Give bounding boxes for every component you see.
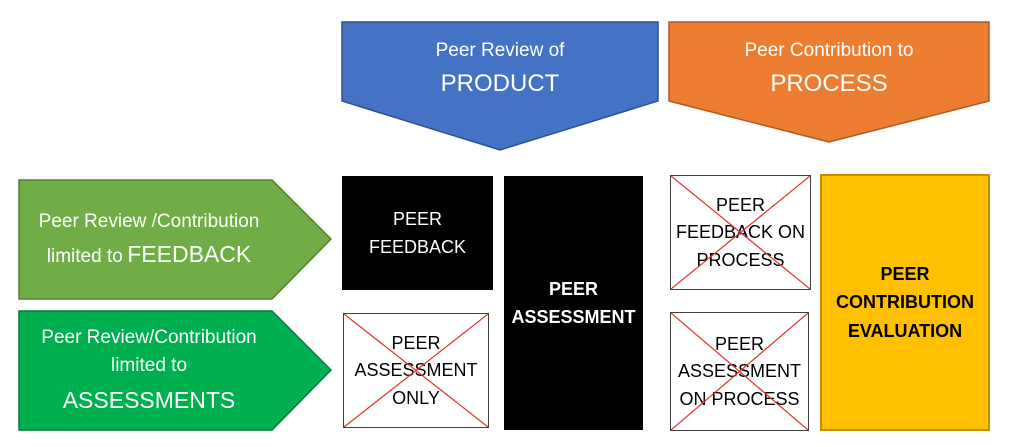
header-product-line2: PRODUCT: [440, 69, 560, 97]
row-feedback-line2: limited to: [46, 246, 123, 267]
row-assessments: Peer Review/Contribution limited to ASSE…: [18, 310, 332, 431]
box-peer-feedback-on-process-line2: FEEDBACK ON: [675, 222, 806, 243]
box-peer-assessment-only-line2: ASSESSMENT: [354, 360, 478, 381]
box-peer-assessment: PEER ASSESSMENT: [504, 176, 643, 430]
header-product: Peer Review of PRODUCT: [341, 21, 659, 151]
row-feedback: Peer Review /Contribution limited to FEE…: [18, 179, 332, 300]
row-feedback-shape: [18, 179, 332, 300]
header-process-line2: PROCESS: [770, 69, 888, 97]
box-peer-assessment-only-line1: PEER: [391, 332, 441, 353]
box-peer-assessment-on-process: PEER ASSESSMENT ON PROCESS: [670, 312, 809, 431]
header-process: Peer Contribution to PROCESS: [668, 21, 990, 143]
row-assessments-line3: ASSESSMENTS: [62, 386, 236, 413]
box-peer-assessment-line2: ASSESSMENT: [511, 307, 636, 327]
box-peer-feedback-line2: FEEDBACK: [368, 237, 467, 257]
header-product-shape: [341, 21, 659, 151]
header-product-line1: Peer Review of: [435, 40, 565, 62]
row-assessments-line2: limited to: [110, 355, 188, 377]
box-peer-assessment-line1: PEER: [548, 278, 599, 299]
box-peer-contribution-evaluation-line3: EVALUATION: [847, 320, 963, 341]
box-peer-assessment-only-line3: ONLY: [392, 387, 440, 408]
box-peer-contribution-evaluation-line2: CONTRIBUTION: [836, 292, 974, 313]
box-peer-feedback: PEER FEEDBACK: [342, 176, 493, 290]
header-process-line1: Peer Contribution to: [744, 40, 914, 62]
row-assessments-line1: Peer Review/Contribution: [41, 327, 257, 349]
box-peer-assessment-on-process-line2: ASSESSMENT: [677, 361, 802, 382]
box-peer-feedback-on-process-line3: PROCESS: [696, 249, 785, 270]
row-assessments-shape: [18, 310, 332, 431]
box-peer-feedback-line1: PEER: [392, 208, 443, 229]
box-peer-assessment-on-process-line3: ON PROCESS: [679, 388, 800, 409]
box-peer-feedback-on-process-line1: PEER: [715, 194, 766, 215]
box-peer-contribution-evaluation-line1: PEER: [880, 263, 930, 284]
box-peer-assessment-only: PEER ASSESSMENT ONLY: [343, 313, 489, 428]
header-process-shape: [668, 21, 990, 143]
box-peer-contribution-evaluation: PEER CONTRIBUTION EVALUATION: [820, 174, 990, 431]
box-peer-assessment-on-process-line1: PEER: [714, 333, 765, 354]
row-feedback-line2-big: FEEDBACK: [127, 241, 252, 267]
row-feedback-line1: Peer Review /Contribution: [38, 211, 260, 233]
box-peer-feedback-on-process: PEER FEEDBACK ON PROCESS: [670, 175, 811, 290]
